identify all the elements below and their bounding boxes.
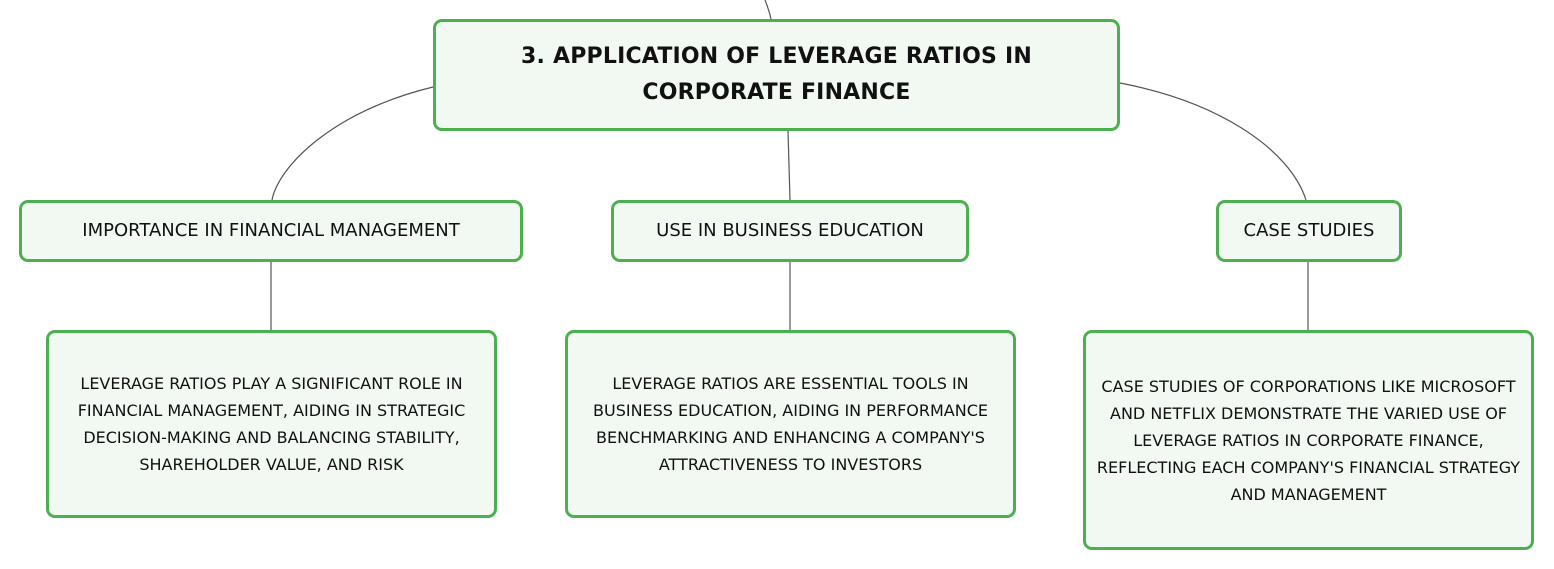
branch-node-label: CASE STUDIES bbox=[1243, 220, 1375, 241]
connector-root-to-branch-3 bbox=[1119, 82, 1307, 201]
root-node[interactable]: 3. APPLICATION OF LEVERAGE RATIOS IN COR… bbox=[433, 19, 1120, 131]
branch-node-label: IMPORTANCE IN FINANCIAL MANAGEMENT bbox=[82, 220, 460, 241]
connector-root-to-branch-1 bbox=[271, 86, 434, 201]
connector-root-to-branch-2 bbox=[787, 130, 791, 201]
detail-node-case-studies[interactable]: CASE STUDIES OF CORPORATIONS LIKE MICROS… bbox=[1083, 330, 1534, 550]
branch-node-case-studies[interactable]: CASE STUDIES bbox=[1216, 200, 1402, 262]
branch-node-label: USE IN BUSINESS EDUCATION bbox=[656, 220, 924, 241]
detail-node-text: LEVERAGE RATIOS ARE ESSENTIAL TOOLS IN B… bbox=[593, 374, 988, 474]
detail-node-text: CASE STUDIES OF CORPORATIONS LIKE MICROS… bbox=[1096, 376, 1521, 504]
branch-node-use-in-business-education[interactable]: USE IN BUSINESS EDUCATION bbox=[611, 200, 969, 262]
root-node-label: 3. APPLICATION OF LEVERAGE RATIOS IN COR… bbox=[521, 44, 1032, 105]
detail-node-text: LEVERAGE RATIOS PLAY A SIGNIFICANT ROLE … bbox=[77, 374, 466, 474]
detail-node-financial-management[interactable]: LEVERAGE RATIOS PLAY A SIGNIFICANT ROLE … bbox=[46, 330, 497, 518]
detail-node-business-education[interactable]: LEVERAGE RATIOS ARE ESSENTIAL TOOLS IN B… bbox=[565, 330, 1016, 518]
connector-parent-to-root bbox=[764, 0, 772, 20]
branch-node-importance-in-financial-management[interactable]: IMPORTANCE IN FINANCIAL MANAGEMENT bbox=[19, 200, 523, 262]
